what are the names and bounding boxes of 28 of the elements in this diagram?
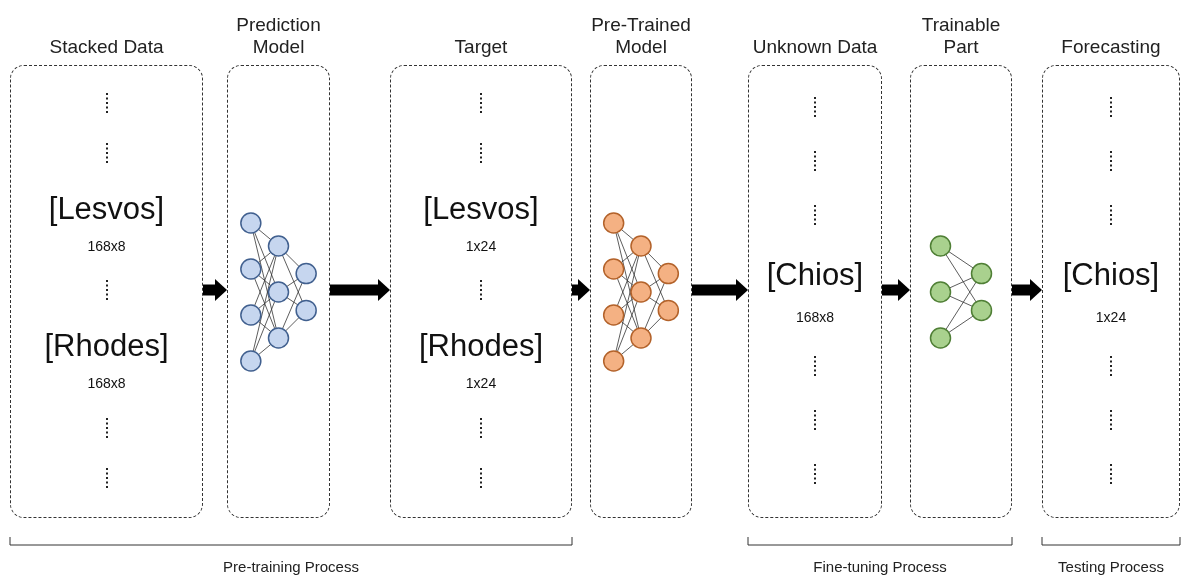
- arrow: [572, 279, 590, 301]
- shape-label: 168x8: [795, 308, 835, 325]
- region-name: [Rhodes]: [418, 329, 544, 364]
- shape-label: 1x24: [465, 237, 497, 254]
- panel-heading: Pre-Trained Model: [590, 14, 692, 58]
- panel-heading: Stacked Data: [48, 36, 165, 58]
- panel-heading: Trainable Part: [920, 14, 1002, 58]
- process-label: Pre-training Process: [223, 558, 359, 575]
- arrow: [1012, 279, 1042, 301]
- panel-heading: Target: [453, 36, 509, 58]
- process-label: Testing Process: [1058, 558, 1164, 575]
- arrow: [882, 279, 910, 301]
- panel-heading: Forecasting: [1060, 36, 1162, 58]
- arrow: [330, 279, 390, 301]
- region-name: [Chios]: [1062, 258, 1160, 293]
- arrow: [692, 279, 748, 301]
- arrow: [203, 279, 227, 301]
- region-name: [Chios]: [766, 258, 864, 293]
- region-name: [Lesvos]: [423, 191, 539, 226]
- region-name: [Lesvos]: [48, 191, 165, 226]
- panel-heading: Prediction Model: [235, 14, 322, 58]
- panel-heading: Unknown Data: [751, 36, 879, 58]
- shape-label: 1x24: [1095, 308, 1127, 325]
- shape-label: 1x24: [465, 375, 497, 392]
- process-label: Fine-tuning Process: [813, 558, 947, 575]
- shape-label: 168x8: [87, 237, 126, 254]
- shape-label: 168x8: [87, 375, 126, 392]
- region-name: [Rhodes]: [44, 329, 169, 364]
